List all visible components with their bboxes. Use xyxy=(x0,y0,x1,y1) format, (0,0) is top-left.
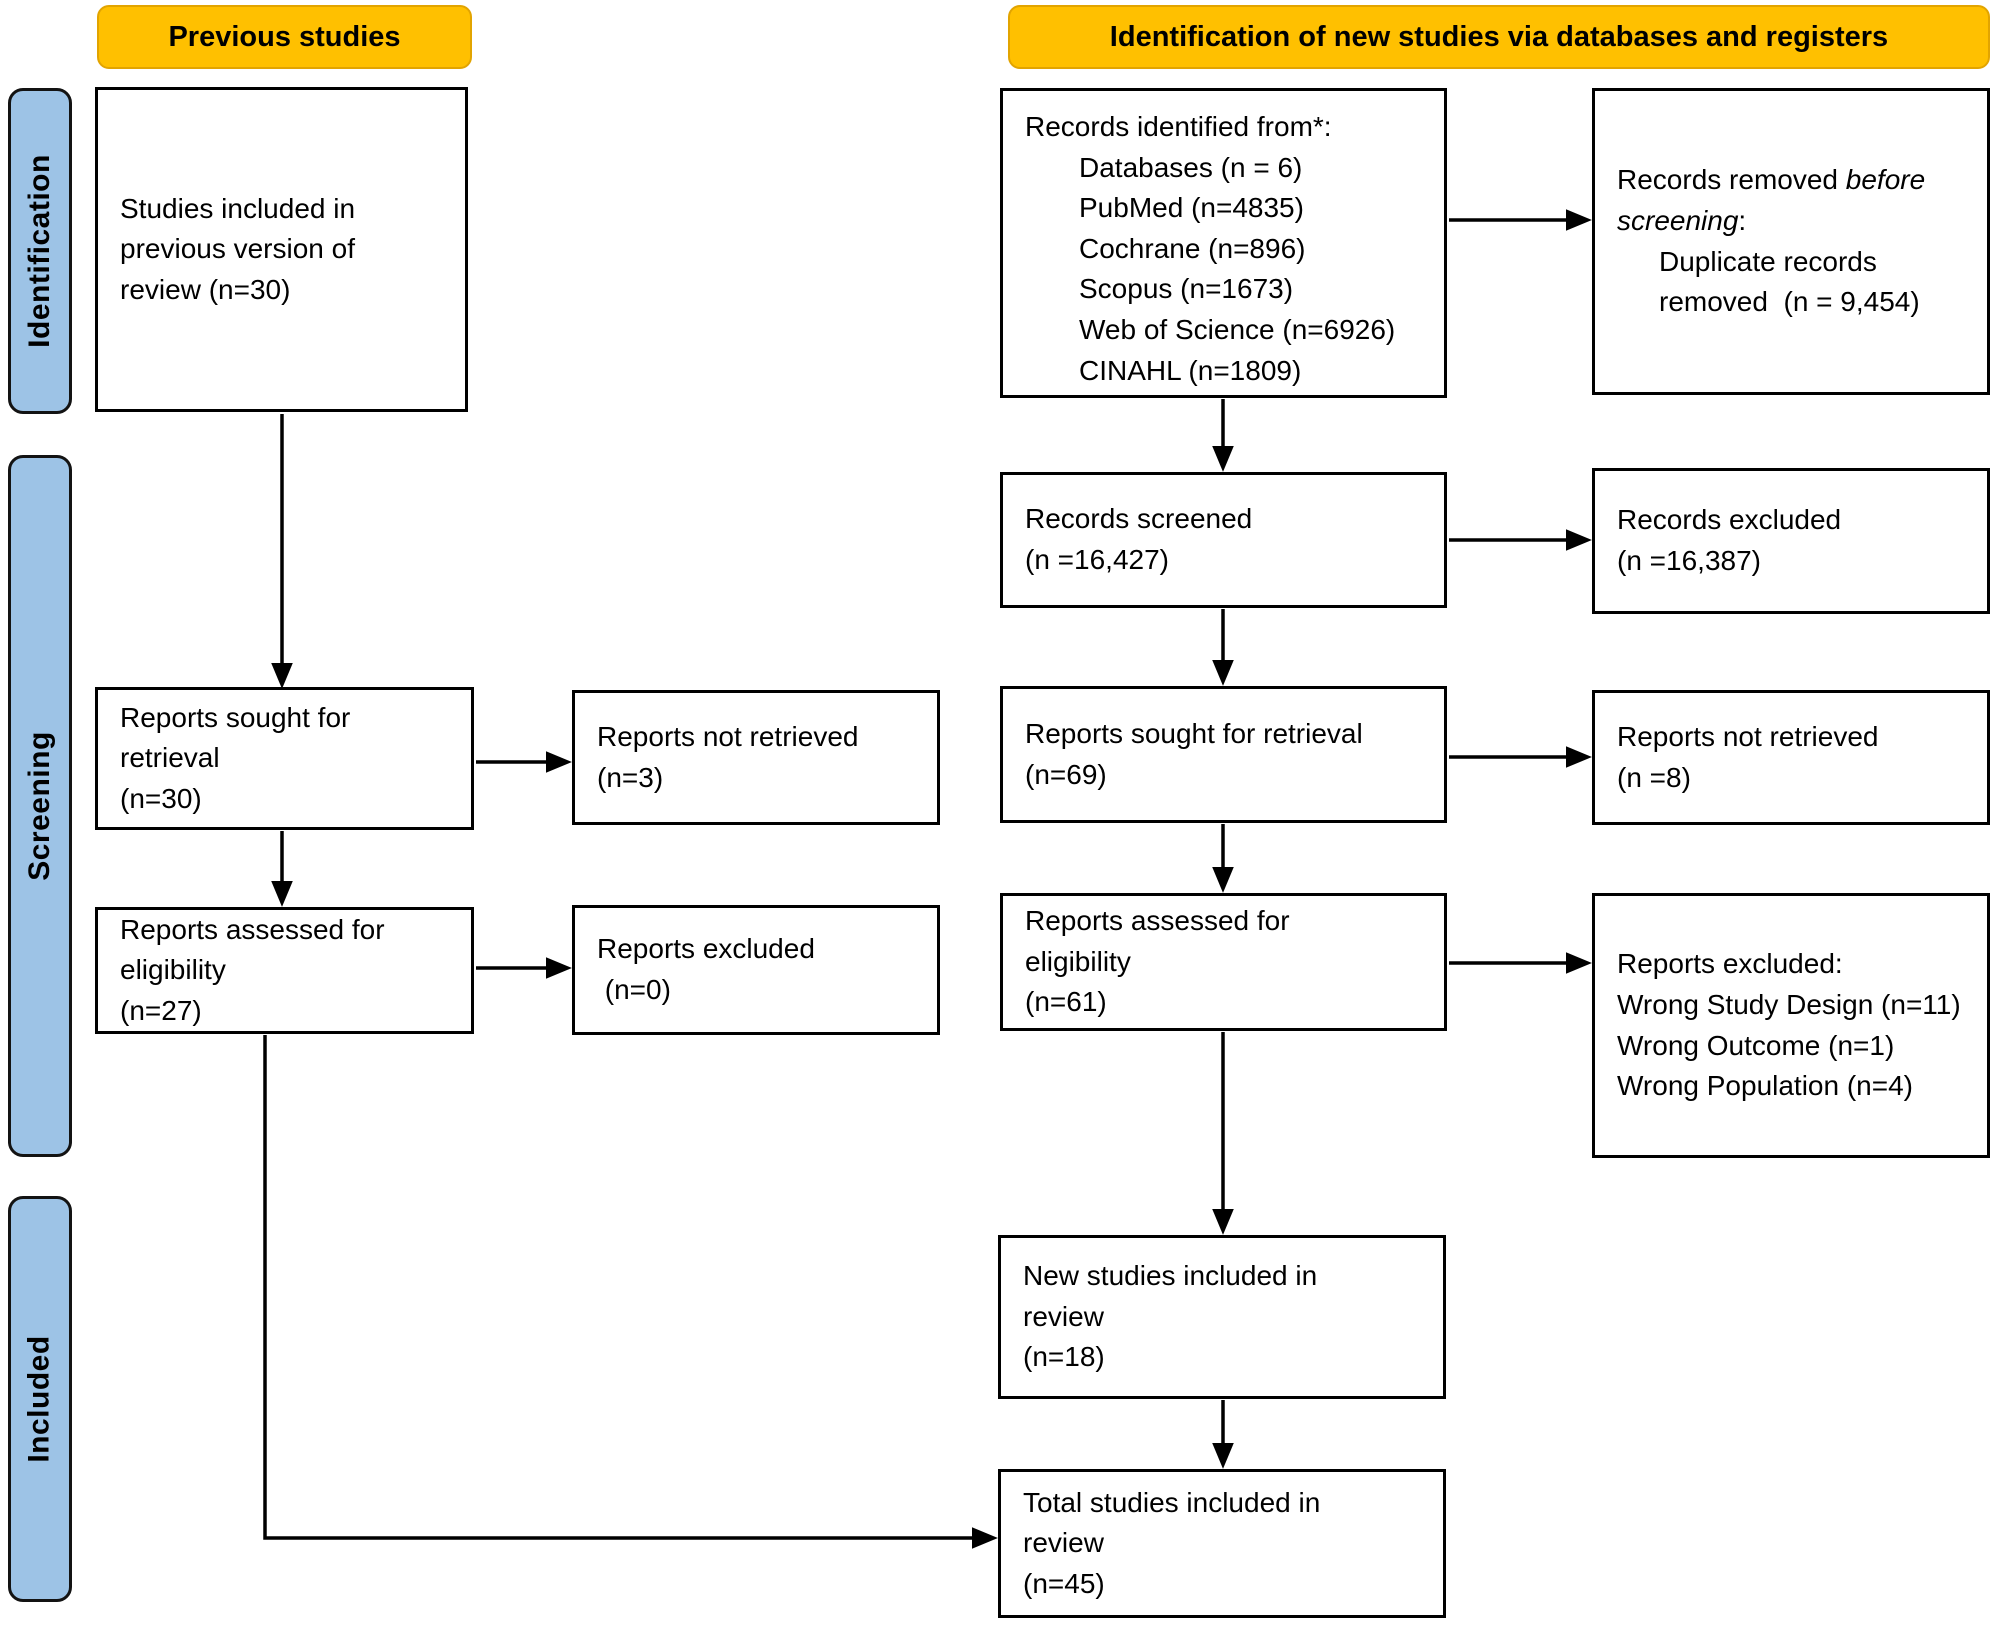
node-records-removed-line: Records removed before screening: xyxy=(1617,160,1965,241)
node-prev-reports-not-retrieved: Reports not retrieved (n=3) xyxy=(572,690,940,825)
stage-bar-screening: Screening xyxy=(8,455,72,1157)
stage-bar-included: Included xyxy=(8,1196,72,1602)
node-records-screened-text: Records screened (n =16,427) xyxy=(1025,503,1253,575)
node-new-reports-excluded: Reports excluded: Wrong Study Design (n=… xyxy=(1592,893,1990,1158)
node-prev-reports-excluded-text: Reports excluded (n=0) xyxy=(597,933,815,1005)
node-records-identified-sources: Databases (n = 6) PubMed (n=4835) Cochra… xyxy=(1079,151,1396,386)
records-removed-prefix: Records removed xyxy=(1617,164,1846,196)
node-new-reports-assessed: Reports assessed for eligibility (n=61) xyxy=(1000,893,1447,1031)
stage-label-identification: Identification xyxy=(23,154,57,348)
node-total-studies-included: Total studies included in review (n=45) xyxy=(998,1469,1446,1618)
node-prev-reports-sought: Reports sought for retrieval (n=30) xyxy=(95,687,474,830)
node-prev-reports-excluded: Reports excluded (n=0) xyxy=(572,905,940,1035)
stage-label-screening: Screening xyxy=(23,731,56,881)
node-records-excluded: Records excluded (n =16,387) xyxy=(1592,468,1990,614)
node-prev-reports-not-retrieved-text: Reports not retrieved (n=3) xyxy=(597,720,859,793)
node-new-reports-not-retrieved-text: Reports not retrieved (n =8) xyxy=(1617,720,1879,793)
header-previous-studies: Previous studies xyxy=(97,5,472,69)
node-new-reports-sought-text: Reports sought for retrieval (n=69) xyxy=(1025,717,1363,790)
header-identification-new-studies: Identification of new studies via databa… xyxy=(1008,5,1990,69)
records-removed-italic: before screening xyxy=(1617,164,1926,236)
node-records-identified: Records identified from*: Databases (n =… xyxy=(1000,88,1447,398)
node-prev-reports-assessed: Reports assessed for eligibility (n=27) xyxy=(95,907,474,1034)
node-records-identified-title: Records identified from*: xyxy=(1025,111,1332,142)
node-records-removed-detail: Duplicate records removed (n = 9,454) xyxy=(1659,245,1920,318)
node-new-studies-included-text: New studies included in review (n=18) xyxy=(1023,1260,1318,1373)
node-new-studies-included: New studies included in review (n=18) xyxy=(998,1235,1446,1399)
stage-label-included: Included xyxy=(23,1335,56,1463)
records-removed-suffix: : xyxy=(1738,204,1747,236)
node-total-studies-included-text: Total studies included in review (n=45) xyxy=(1023,1486,1321,1599)
stage-bar-identification: Identification xyxy=(8,88,72,414)
header-previous-studies-label: Previous studies xyxy=(168,20,401,53)
node-records-excluded-text: Records excluded (n =16,387) xyxy=(1617,504,1842,576)
node-new-reports-sought: Reports sought for retrieval (n=69) xyxy=(1000,686,1447,823)
node-prev-studies-included-text: Studies included in previous version of … xyxy=(120,192,356,305)
node-new-reports-excluded-text: Reports excluded: Wrong Study Design (n=… xyxy=(1617,948,1961,1102)
node-new-reports-not-retrieved: Reports not retrieved (n =8) xyxy=(1592,690,1990,825)
node-prev-studies-included: Studies included in previous version of … xyxy=(95,87,468,412)
node-new-reports-assessed-text: Reports assessed for eligibility (n=61) xyxy=(1025,905,1290,1018)
arrow-prev-assessed-to-total-included xyxy=(263,1035,998,1549)
node-prev-reports-sought-text: Reports sought for retrieval (n=30) xyxy=(120,701,351,814)
node-records-removed: Records removed before screening: Duplic… xyxy=(1592,88,1990,395)
node-records-screened: Records screened (n =16,427) xyxy=(1000,472,1447,608)
node-prev-reports-assessed-text: Reports assessed for eligibility (n=27) xyxy=(120,913,385,1026)
header-identification-new-studies-label: Identification of new studies via databa… xyxy=(1109,20,1889,53)
